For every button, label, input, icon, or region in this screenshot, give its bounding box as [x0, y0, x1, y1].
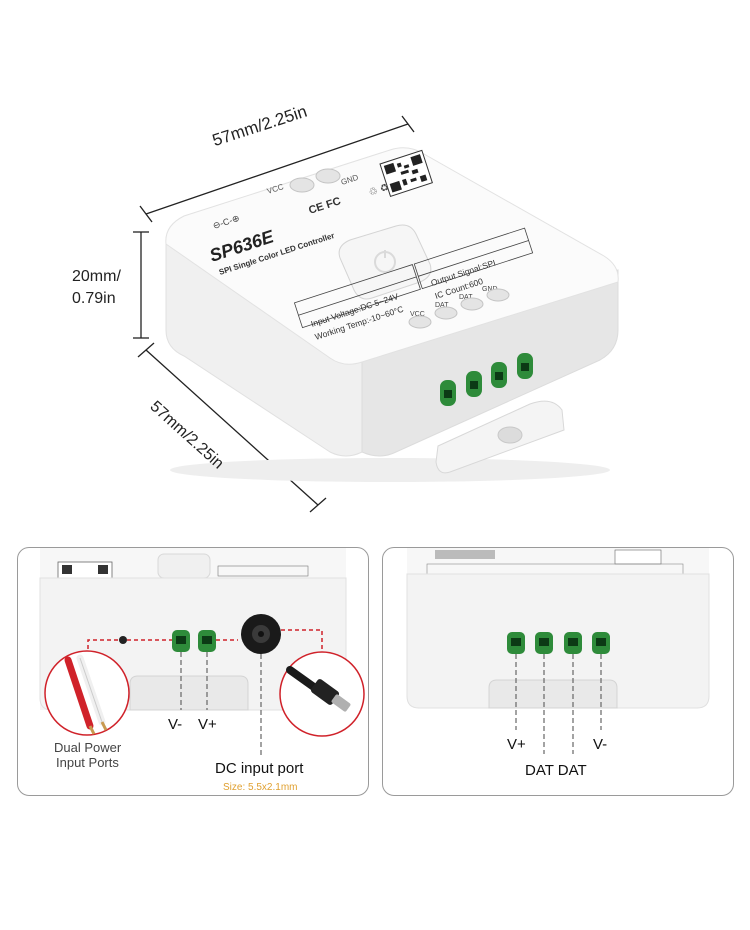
- case-left-side: [165, 243, 363, 457]
- label-v-minus: V-: [168, 716, 183, 733]
- right-label-v-plus: V+: [507, 736, 526, 753]
- dual-power-label-line2: Input Ports: [56, 755, 119, 770]
- terminal-pin-vcc: VCC: [410, 311, 425, 318]
- left-port-panel: V- V+ Dual Power Input Ports DC input po…: [17, 547, 369, 796]
- right-label-dat-dat: DAT DAT: [525, 762, 587, 779]
- dc-input-port-label: DC input port: [215, 760, 304, 777]
- dc-port-size-label: Size: 5.5x2.1mm: [223, 782, 298, 793]
- mounting-hole: [497, 426, 523, 444]
- terminal-pin-dat-1: DAT: [435, 302, 449, 309]
- top-pin-holes: [289, 168, 341, 193]
- wire-zoom-circle: [44, 650, 130, 736]
- case-right-side: [361, 269, 619, 457]
- label-v-plus: V+: [198, 716, 217, 733]
- terminal-pin-gnd: GND: [482, 286, 498, 293]
- dual-power-label-line1: Dual Power: [54, 740, 122, 755]
- left-panel-illustration: [39, 548, 365, 756]
- height-dimension-label-line2: 0.79in: [72, 290, 116, 307]
- right-label-v-minus: V-: [593, 736, 608, 753]
- right-panel-illustration: [406, 548, 710, 754]
- device-illustration: VCC GND ⊖-C-⊕ CE FC ♲ ♻ SP636E SPI Singl…: [133, 115, 619, 513]
- spec-box: [293, 227, 534, 329]
- terminal-pin-dat-2: DAT: [459, 294, 473, 301]
- qr-code: [379, 149, 433, 197]
- right-port-panel: V+ V- DAT DAT: [382, 547, 734, 796]
- height-dimension-line: [133, 231, 149, 339]
- width-dimension-line: [139, 115, 415, 223]
- front-green-terminals: [440, 353, 533, 406]
- height-dimension-label-line1: 20mm/: [72, 268, 121, 285]
- top-terminal-holes: [408, 288, 510, 329]
